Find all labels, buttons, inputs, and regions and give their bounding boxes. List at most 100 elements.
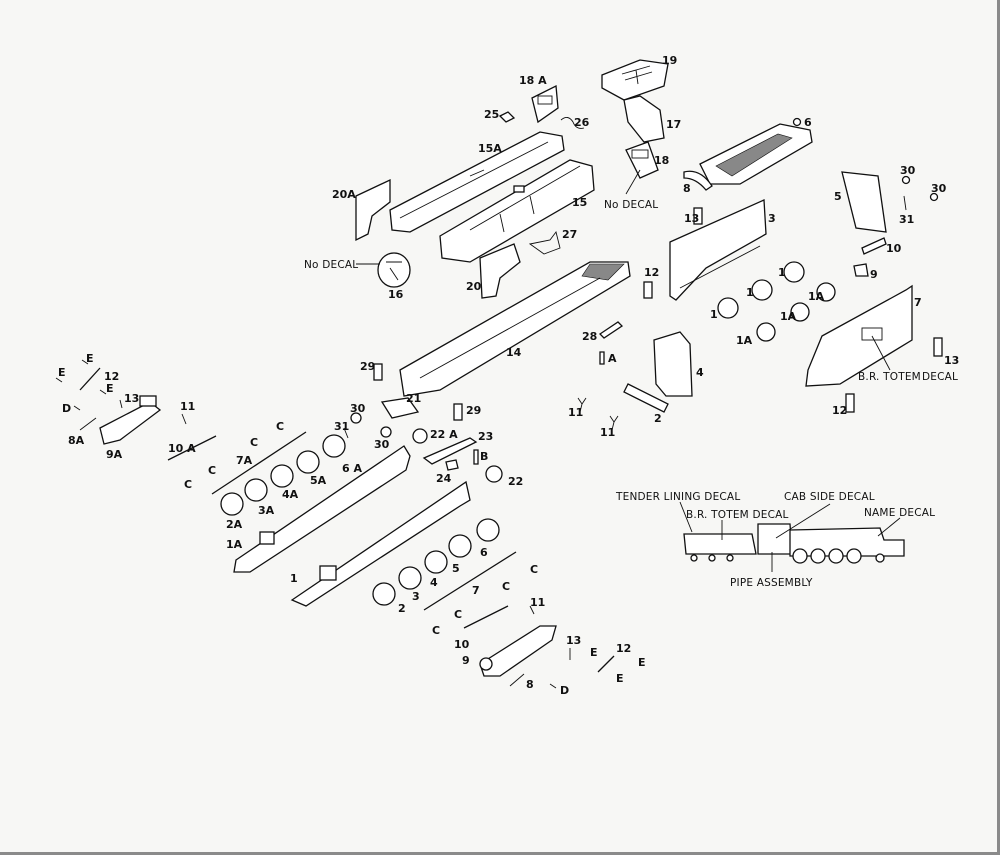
part-11-pin-left <box>181 413 187 425</box>
callout-12-left: 12 <box>104 370 119 383</box>
part-25-clip <box>498 111 516 123</box>
part-E-pin-1 <box>81 359 89 365</box>
part-29-clip-b <box>453 403 463 421</box>
callout-6: 6 <box>480 546 488 559</box>
part-28-link <box>598 321 624 339</box>
callout-16: 16 <box>388 288 404 301</box>
part-8A-brush <box>79 417 97 431</box>
callout-29-a: 29 <box>360 360 375 373</box>
callout-12-upper: 12 <box>644 266 659 279</box>
drivers-left-side <box>220 434 346 516</box>
callout-31-left: 31 <box>334 420 349 433</box>
callout-D-1: D <box>62 402 71 415</box>
part-12-coupling-right <box>845 393 855 413</box>
callout-10-tender: 10 <box>886 242 902 255</box>
callout-E-2: E <box>58 366 66 379</box>
tender-wheelsets <box>717 261 836 342</box>
part-8-brush <box>509 673 525 687</box>
callout-7: 7 <box>472 584 480 597</box>
callout-31: 31 <box>899 213 914 226</box>
part-24-plate <box>445 459 459 471</box>
part-12-coupling <box>643 281 653 299</box>
part-30-knob-b <box>929 192 939 202</box>
part-13-link-left <box>119 399 123 409</box>
callout-3: 3 <box>768 212 776 225</box>
callout-30-left-a: 30 <box>350 402 366 415</box>
part-9-bracket <box>853 263 869 277</box>
callout-9-tender: 9 <box>870 268 878 281</box>
callout-2: 2 <box>398 602 406 615</box>
callout-22A: 22 A <box>430 428 458 441</box>
callout-C-7: C <box>454 608 462 621</box>
part-12-rod-left <box>79 367 101 391</box>
callout-6: 6 <box>804 116 812 129</box>
callout-B: B <box>480 450 488 463</box>
callout-20A: 20A <box>332 188 356 201</box>
callout-18: 18 <box>654 154 669 167</box>
part-15-boiler <box>439 159 595 263</box>
note-no-decal-18: No DECAL <box>604 199 658 211</box>
part-17-cab-front <box>623 95 665 143</box>
callout-4: 4 <box>430 576 438 589</box>
part-30-knob-a <box>901 175 911 185</box>
part-31-pin-left <box>343 427 349 439</box>
part-16-smokebox-door <box>377 252 411 288</box>
callout-23: 23 <box>478 430 493 443</box>
part-18A-cab-side <box>531 84 559 124</box>
callout-21: 21 <box>406 392 421 405</box>
callout-17: 17 <box>666 118 681 131</box>
part-15A-boiler-shell <box>389 131 565 233</box>
callout-13-left: 13 <box>124 392 139 405</box>
callout-E-6: E <box>616 672 624 685</box>
part-A-screw <box>599 351 605 365</box>
callout-26: 26 <box>574 116 590 129</box>
part-10-drawbar-tender <box>861 237 887 255</box>
part-B-screw <box>473 449 479 465</box>
part-22-bogie-wheel <box>485 465 503 483</box>
callout-1-b: 1 <box>746 286 754 299</box>
callout-1-c: 1 <box>710 308 718 321</box>
callout-11-left: 11 <box>180 400 195 413</box>
part-13-clip-right <box>933 337 943 357</box>
part-30-knob-left-b <box>380 426 392 438</box>
callout-18A: 18 A <box>519 74 547 87</box>
callout-12-right: 12 <box>832 404 847 417</box>
part-10-rod <box>463 605 509 629</box>
callout-13-right: 13 <box>944 354 959 367</box>
part-23-bogie-arm <box>422 437 478 465</box>
part-E-pin-3 <box>99 389 107 395</box>
callout-A: A <box>608 352 617 365</box>
part-11-y-b <box>609 415 619 431</box>
callout-3A: 3A <box>258 504 275 517</box>
key-tender-lining-decal: TENDER LINING DECAL <box>615 491 740 503</box>
callout-2-bar: 2 <box>654 412 662 425</box>
callout-29-b: 29 <box>466 404 481 417</box>
callout-30-b: 30 <box>931 182 947 195</box>
callout-2A: 2A <box>226 518 243 531</box>
callout-24: 24 <box>436 472 452 485</box>
callout-1A-c: 1A <box>736 334 753 347</box>
part-20A-smoke-deflector <box>355 178 391 242</box>
part-1-frame-right <box>290 480 471 607</box>
part-31-pin <box>903 195 907 211</box>
part-11-pin <box>529 605 535 615</box>
callout-7-tender: 7 <box>914 296 922 309</box>
part-7-tender-side <box>805 284 913 387</box>
callout-30-a: 30 <box>900 164 916 177</box>
callout-C-1: C <box>276 420 284 433</box>
callout-8A: 8A <box>68 434 85 447</box>
note-br-totem: B.R. TOTEM <box>858 371 921 383</box>
callout-14: 14 <box>506 346 522 359</box>
part-2-bar <box>623 383 669 413</box>
callout-11-a: 11 <box>568 406 583 419</box>
callout-1A-b: 1A <box>780 310 797 323</box>
callout-C-4: C <box>184 478 192 491</box>
callout-5: 5 <box>834 190 842 203</box>
part-7-coupling-rod <box>423 551 517 611</box>
drivers-right-side <box>372 518 500 606</box>
callout-10: 10 <box>454 638 470 651</box>
callout-10A: 10 A <box>168 442 196 455</box>
part-6-coal-tender-top <box>699 117 813 185</box>
callout-15A: 15A <box>478 142 502 155</box>
part-30-knob-left-a <box>350 412 362 424</box>
